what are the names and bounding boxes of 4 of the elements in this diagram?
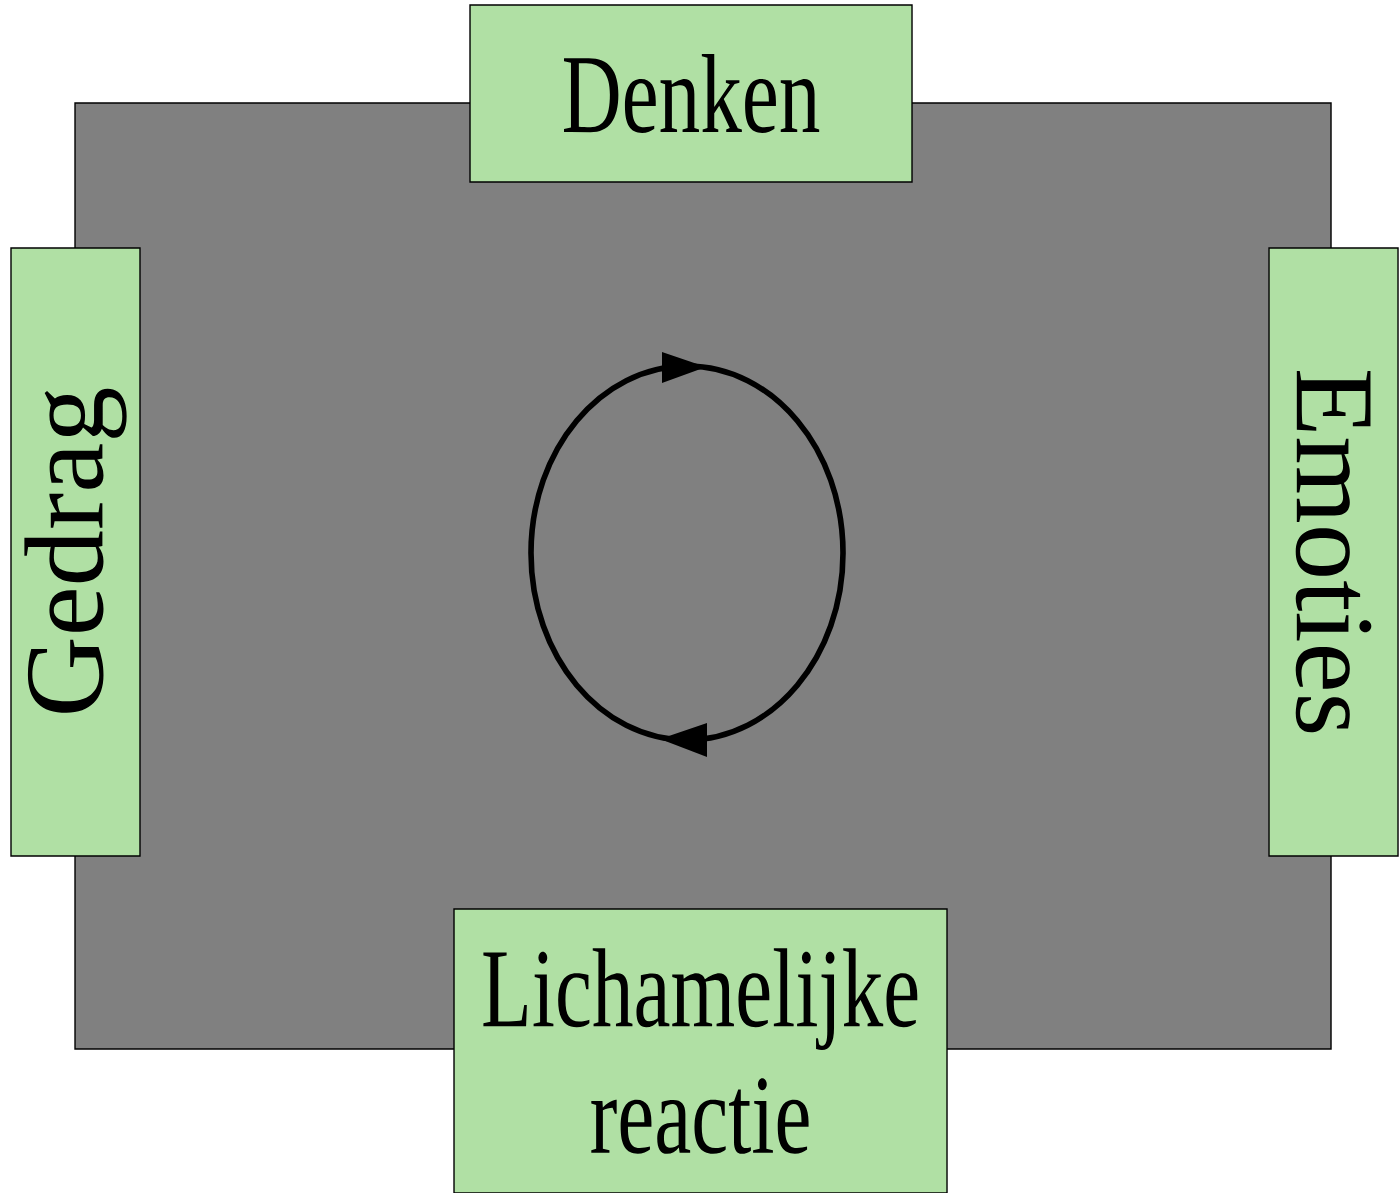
text-box: Gedrag: [10, 247, 141, 857]
text-box: Lichamelijke reactie: [453, 908, 948, 1193]
text-box: Denken: [469, 4, 913, 183]
text-box: Emoties: [1268, 247, 1399, 857]
